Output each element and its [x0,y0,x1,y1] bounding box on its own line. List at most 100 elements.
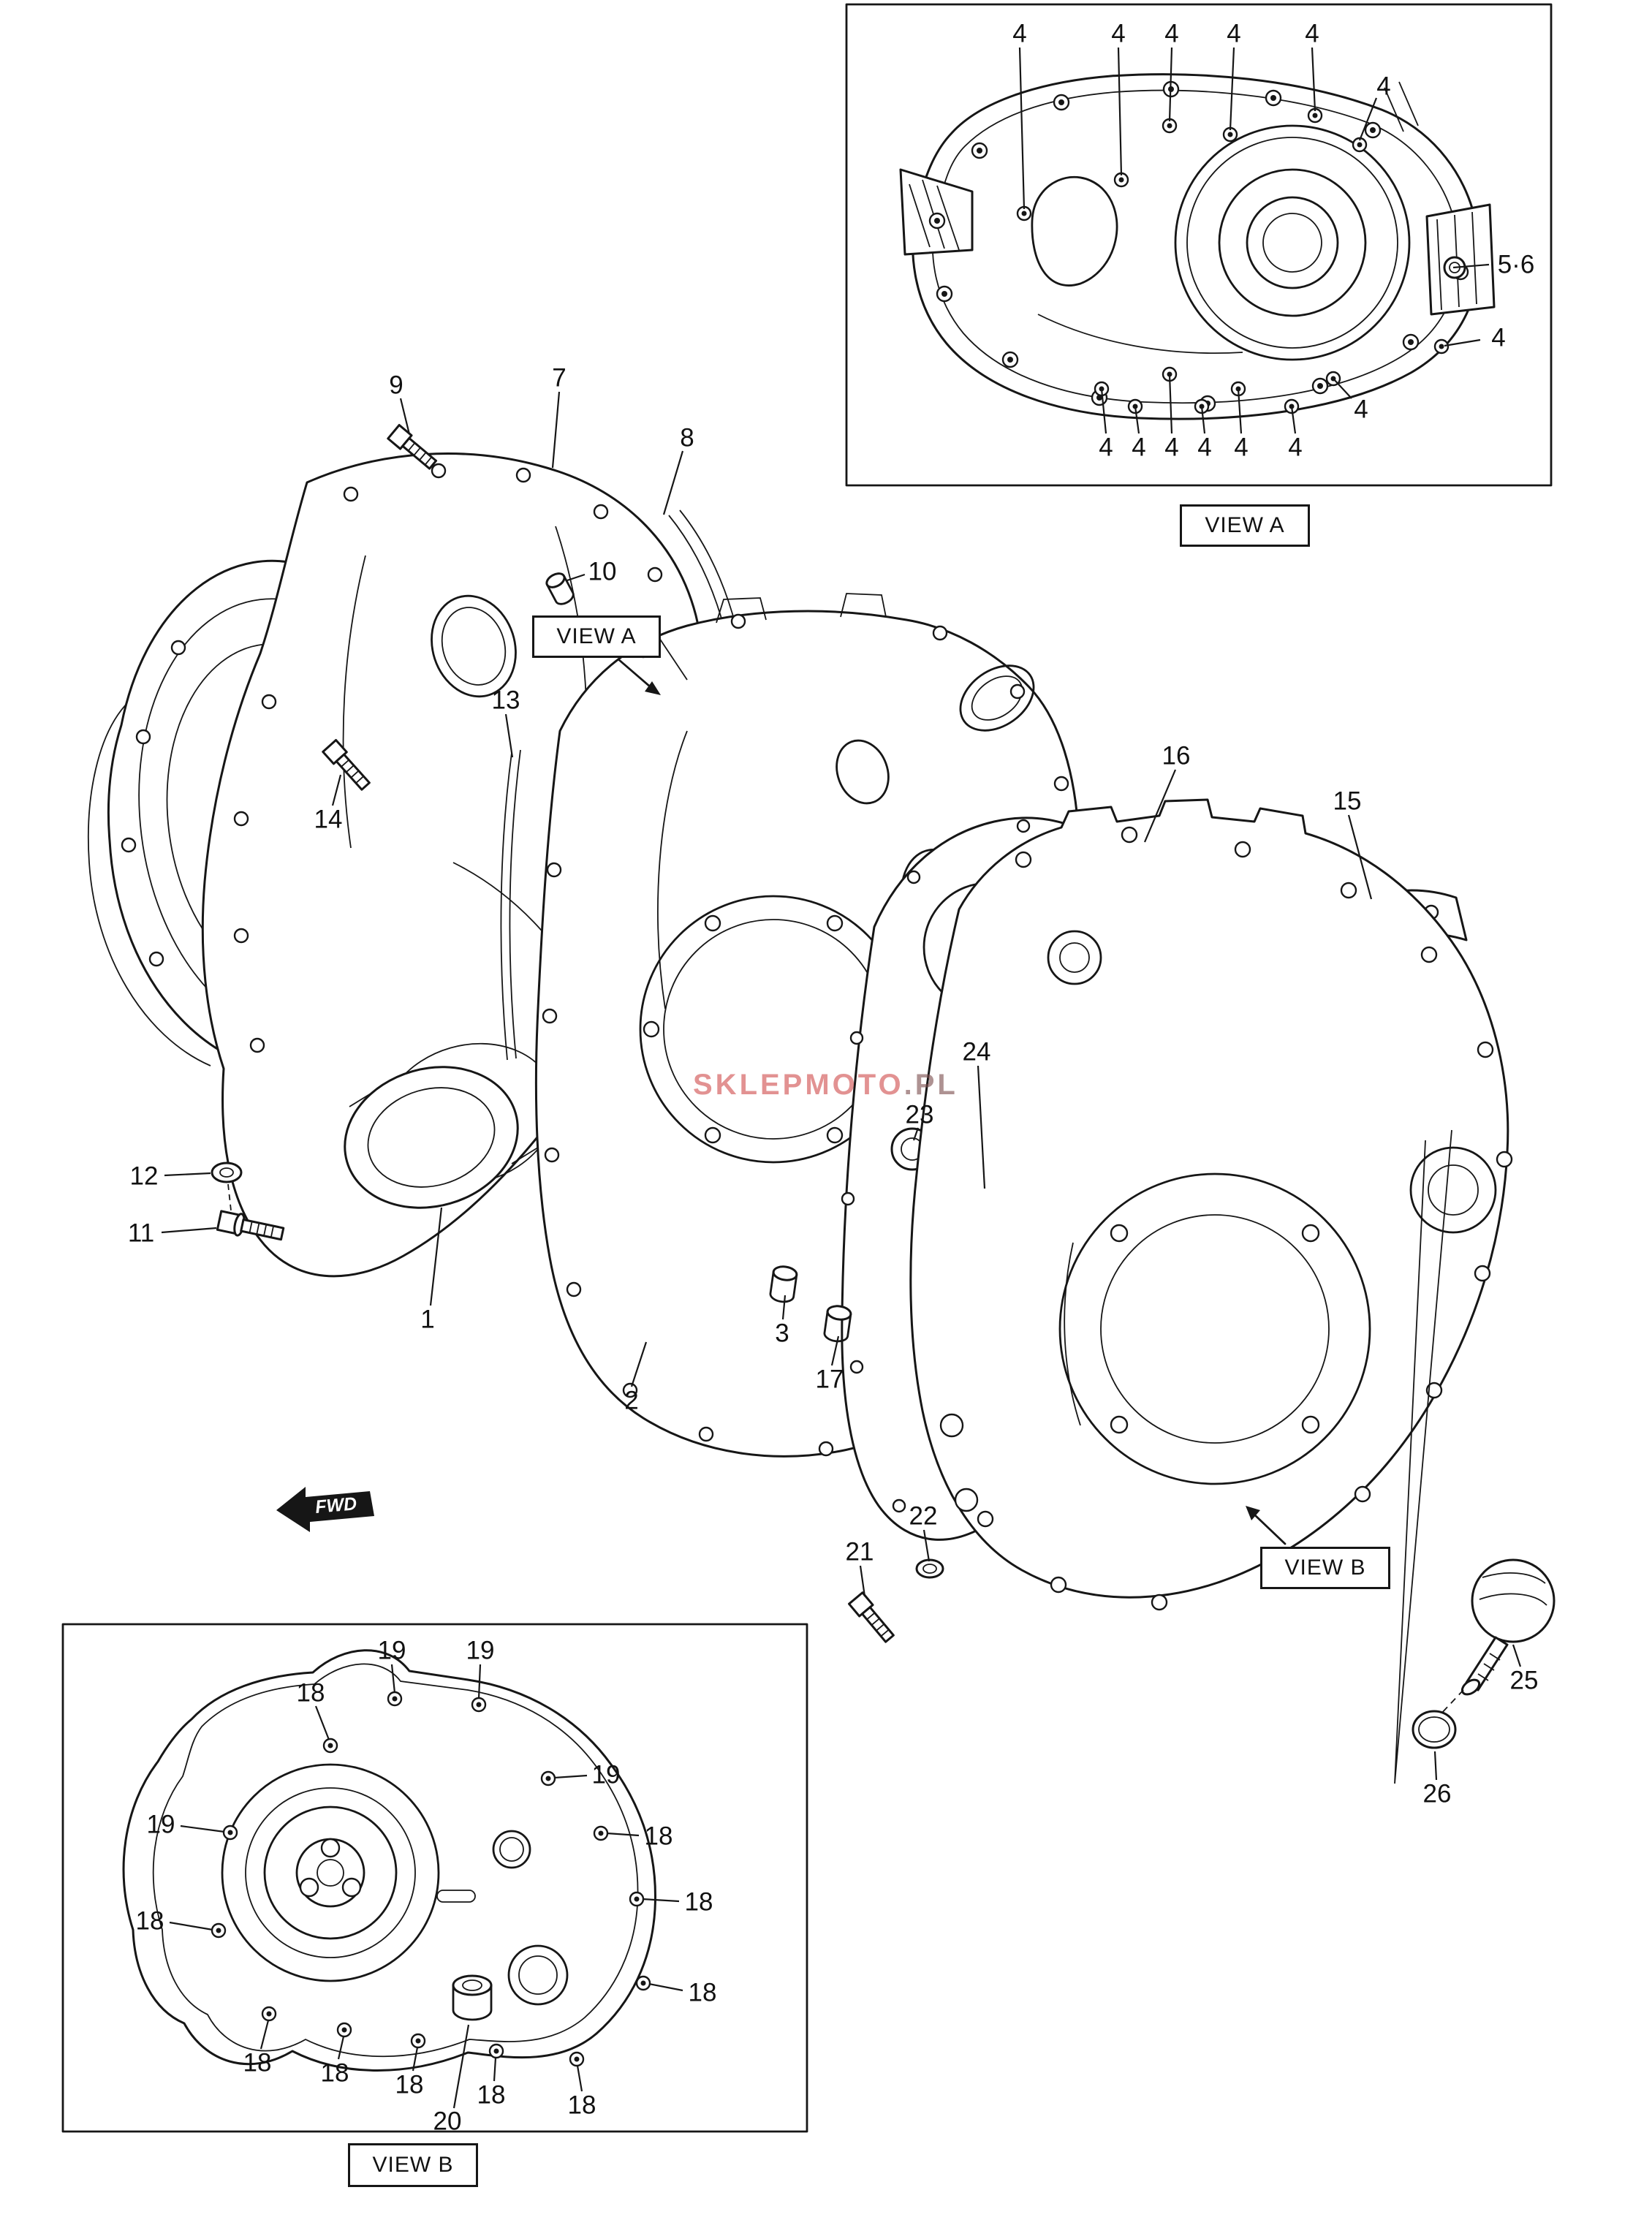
part-callout-1: 1 [420,1305,435,1334]
leader-line-17 [830,1335,840,1366]
leader-line-4 [1168,47,1173,122]
leader-line-18 [314,1705,330,1740]
bolt-11-drawing [216,1210,285,1241]
leader-layer [161,47,1522,2109]
part-callout-5·6: 5·6 [1497,250,1535,279]
fwd-label: FWD [314,1493,357,1517]
washer-22-drawing [915,1558,944,1579]
part-callout-4: 4 [1491,323,1506,352]
part-callout-18: 18 [688,1978,717,2007]
view-b-arrow [1246,1506,1287,1545]
leader-line-18 [337,2036,345,2060]
washer-12-drawing [211,1162,243,1211]
part-callout-4: 4 [1288,433,1303,462]
view-b-main-label-text: VIEW B [1284,1556,1366,1580]
part-callout-18: 18 [477,2080,506,2110]
part-callout-4: 4 [1234,433,1249,462]
leader-line-4 [1358,97,1378,141]
leader-line-23 [912,1127,920,1141]
part-callout-9: 9 [389,371,403,400]
bolt-21-drawing [848,1591,895,1643]
leader-line-4 [1311,47,1316,112]
part-callout-4: 4 [1164,433,1179,462]
part-callout-4: 4 [1197,433,1212,462]
part-callout-21: 21 [845,1537,874,1566]
part-callout-22: 22 [909,1501,938,1531]
leader-line-2 [630,1341,648,1387]
part-callout-23: 23 [905,1100,934,1129]
leader-line-20 [452,2024,470,2109]
part-callout-4: 4 [1164,19,1179,48]
part-callout-19: 19 [591,1760,621,1789]
cover-16-drawing [909,798,1513,1611]
part-callout-10: 10 [588,557,617,586]
leader-line-13 [504,713,514,758]
part-callout-17: 17 [815,1365,844,1394]
watermark-main: SKLEPMOTO [693,1069,904,1101]
part-callout-18: 18 [684,1887,713,1917]
part-callout-4: 4 [1111,19,1126,48]
leader-line-11 [161,1227,217,1234]
part-callout-4: 4 [1354,395,1368,424]
filler-neck-20-drawing [452,1974,493,2021]
part-callout-18: 18 [644,1822,673,1851]
part-callout-18: 18 [567,2091,596,2120]
fwd-arrow: FWD [276,1487,374,1532]
leader-line-18 [259,2020,270,2050]
leader-line-4 [1200,406,1206,434]
leader-line-24 [977,1065,986,1189]
gasket-13-drawing [500,749,521,1061]
leader-line-9 [399,398,411,435]
leader-line-18 [169,1921,213,1931]
leader-line-21 [859,1565,866,1597]
part-callout-11: 11 [127,1219,155,1248]
part-callout-26: 26 [1422,1779,1452,1808]
part-callout-14: 14 [314,805,343,834]
leader-line-4 [1018,47,1026,210]
leader-line-4 [1444,338,1481,347]
leader-line-16 [1143,769,1177,843]
leader-line-4 [1117,47,1123,176]
leader-line-4 [1290,406,1297,434]
leader-line-8 [662,450,684,515]
watermark: SKLEPMOTO.PL [693,1069,958,1102]
leader-line-19 [390,1664,396,1694]
leader-line-15 [1347,814,1373,900]
part-callout-8: 8 [680,423,694,452]
bolt-14-drawing [322,738,371,791]
leader-line-18 [412,2047,419,2072]
part-callout-13: 13 [491,686,520,715]
view-b-main-label: VIEW B [1260,1547,1390,1589]
leader-line-5·6 [1452,263,1490,269]
bolt-9-drawing [387,424,438,470]
cylinder-boss-1-drawing [344,1042,557,1209]
leader-line-12 [164,1172,211,1177]
view-a-inset-label-text: VIEW A [1205,513,1285,537]
view-a-arrow [617,658,661,695]
leader-line-19 [477,1664,482,1700]
part-callout-19: 19 [466,1636,495,1665]
leader-line-18 [576,2065,583,2092]
leader-line-4 [1100,388,1107,434]
dowel-3-drawing [769,1265,798,1303]
leader-line-19 [180,1825,225,1833]
part-callout-15: 15 [1333,787,1362,816]
leader-line-4 [1134,406,1140,434]
cutaway-sliver-drawing [1394,1129,1452,1784]
part-callout-24: 24 [962,1037,991,1066]
part-callout-19: 19 [377,1636,406,1665]
part-callout-4: 4 [1227,19,1241,48]
part-callout-4: 4 [1376,72,1391,101]
leader-line-19 [553,1774,588,1779]
leader-line-18 [606,1832,640,1837]
leader-line-22 [922,1529,931,1562]
part-callout-18: 18 [320,2058,349,2088]
leader-line-4 [1237,388,1243,434]
leader-line-26 [1433,1751,1438,1781]
leader-line-18 [648,1982,683,1992]
view-b-inset-label-text: VIEW B [372,2153,454,2177]
part-callout-18: 18 [395,2070,424,2099]
leader-line-4 [1229,47,1235,131]
part-callout-4: 4 [1305,19,1319,48]
